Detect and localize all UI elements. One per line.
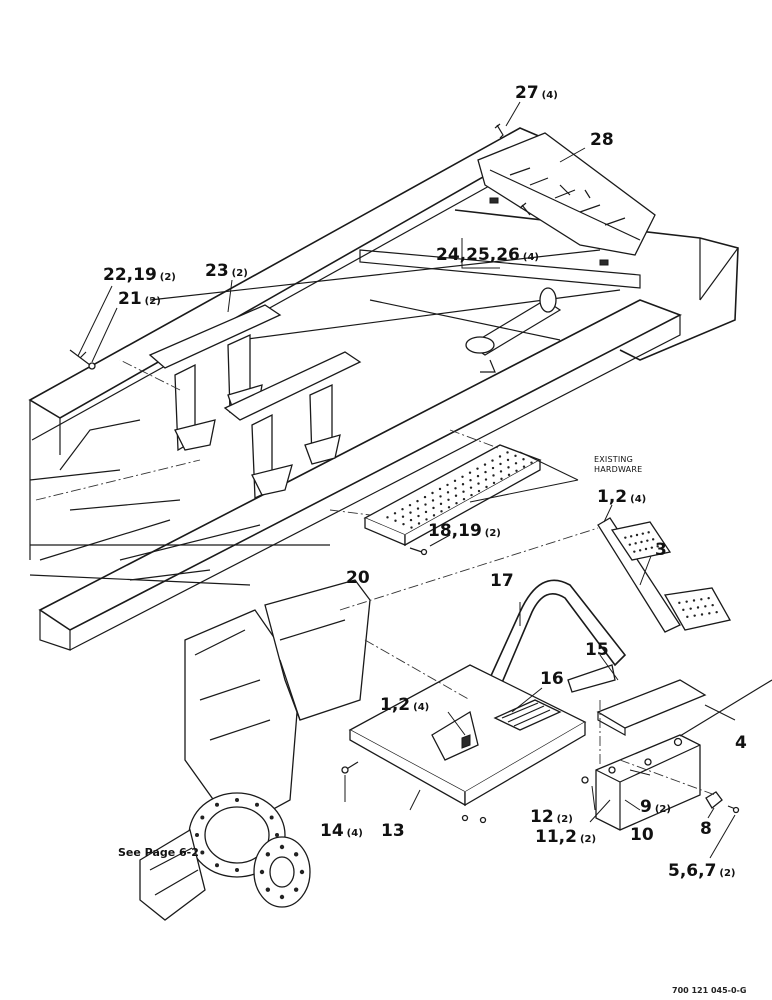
bolt-27 — [494, 123, 504, 139]
part-28-shield — [477, 132, 656, 266]
label-22-19: 22,19(2) — [103, 265, 176, 285]
part-17-handrail — [468, 579, 627, 726]
label-3: 3 — [655, 540, 667, 560]
label-13: 13 — [381, 821, 405, 841]
label-4: 4 — [735, 733, 747, 753]
label-9: 9(2) — [640, 797, 671, 817]
label-1-2-bottom: 1,2(4) — [380, 695, 429, 715]
part-13-platform — [348, 664, 587, 824]
drawing-number: 700 121 045-0-G — [672, 986, 746, 995]
label-see-page: See Page 6-2 — [118, 846, 199, 859]
label-17: 17 — [490, 571, 514, 591]
label-16: 16 — [540, 669, 564, 689]
part-23-stand-left — [148, 304, 282, 452]
callout-labels: 27(4) 28 24,25,26(4) 22,19(2) 23(2) 21(2… — [103, 83, 747, 995]
label-21: 21(2) — [118, 289, 161, 309]
bolt-24-25-26 — [519, 202, 531, 216]
part-3-steps — [597, 517, 731, 633]
main-frame — [28, 127, 739, 651]
part-8-clip — [705, 791, 740, 814]
label-20: 20 — [346, 568, 370, 588]
label-10: 10 — [630, 825, 654, 845]
label-24-25-26: 24,25,26(4) — [436, 245, 539, 265]
label-28: 28 — [590, 130, 614, 150]
label-1-2-top: 1,2(4) — [597, 487, 646, 507]
label-11-2: 11,2(2) — [535, 827, 596, 847]
part-10-box — [581, 679, 772, 831]
part-15-step — [567, 664, 707, 737]
label-18-19: 18,19(2) — [428, 521, 501, 541]
label-existing-hardware-2: HARDWARE — [594, 465, 642, 474]
part-23-stand-right — [223, 351, 362, 500]
part-20-step-plate — [363, 444, 542, 556]
bolt-14 — [341, 761, 359, 774]
label-existing-hardware-1: EXISTING — [594, 455, 633, 464]
wheel-hub-assembly — [139, 579, 371, 921]
label-23: 23(2) — [205, 261, 248, 281]
label-5-6-7: 5,6,7(2) — [668, 861, 736, 881]
label-27: 27(4) — [515, 83, 558, 103]
label-12: 12(2) — [530, 807, 573, 827]
connection-lines — [119, 359, 716, 796]
bolt-22-19 — [69, 349, 96, 370]
label-14: 14(4) — [320, 821, 363, 841]
label-15: 15 — [585, 640, 609, 660]
leader-lines — [77, 101, 736, 859]
label-8: 8 — [700, 819, 712, 839]
